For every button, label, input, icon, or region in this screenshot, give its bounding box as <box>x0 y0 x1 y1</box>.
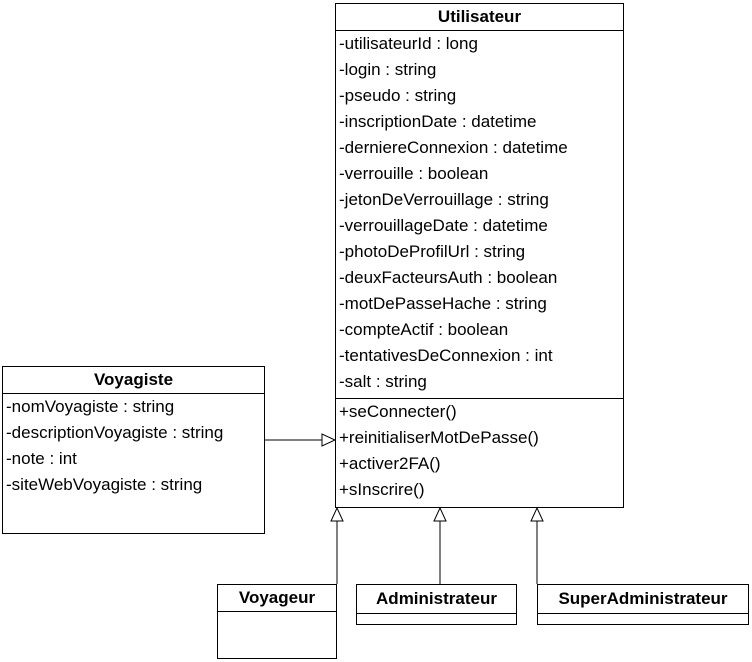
attribute: -salt : string <box>339 372 427 391</box>
class-voyageur: Voyageur <box>217 584 337 659</box>
attribute: -siteWebVoyagiste : string <box>6 475 203 494</box>
generalization-administrateur-utilisateur <box>433 506 447 584</box>
attribute: -note : int <box>6 449 77 468</box>
generalization-superadministrateur-utilisateur <box>530 506 544 584</box>
class-title-superadministrateur: SuperAdministrateur <box>538 585 748 614</box>
attribute: -deuxFacteursAuth : boolean <box>339 268 558 287</box>
method: +activer2FA() <box>339 454 441 473</box>
class-superadministrateur: SuperAdministrateur <box>537 584 749 625</box>
attribute: -verrouille : boolean <box>339 164 489 183</box>
generalization-voyageur-utilisateur <box>330 506 344 584</box>
attribute: -descriptionVoyagiste : string <box>6 423 224 442</box>
attributes-voyagiste: -nomVoyagiste : string -descriptionVoyag… <box>3 394 264 498</box>
class-title-voyagiste: Voyagiste <box>3 367 264 394</box>
attribute: -nomVoyagiste : string <box>6 397 175 416</box>
attribute: -tentativesDeConnexion : int <box>339 346 553 365</box>
class-title-administrateur: Administrateur <box>357 585 516 614</box>
attribute: -pseudo : string <box>339 86 457 105</box>
class-voyagiste: Voyagiste -nomVoyagiste : string -descri… <box>2 366 265 534</box>
class-title-voyageur: Voyageur <box>218 585 336 612</box>
attribute: -photoDeProfilUrl : string <box>339 242 526 261</box>
methods-utilisateur: +seConnecter() +reinitialiserMotDePasse(… <box>336 399 623 503</box>
attribute: -motDePasseHache : string <box>339 294 547 313</box>
attribute: -verrouillageDate : datetime <box>339 216 548 235</box>
class-utilisateur: Utilisateur -utilisateurId : long -login… <box>335 3 624 508</box>
generalization-voyagiste-utilisateur <box>265 433 337 447</box>
method: +sInscrire() <box>339 480 425 499</box>
attribute: -derniereConnexion : datetime <box>339 138 568 157</box>
attribute: -utilisateurId : long <box>339 34 478 53</box>
attribute: -jetonDeVerrouillage : string <box>339 190 549 209</box>
class-administrateur: Administrateur <box>356 584 517 625</box>
method: +reinitialiserMotDePasse() <box>339 428 539 447</box>
method: +seConnecter() <box>339 402 457 421</box>
attributes-utilisateur: -utilisateurId : long -login : string -p… <box>336 31 623 399</box>
attribute: -inscriptionDate : datetime <box>339 112 537 131</box>
attribute: -compteActif : boolean <box>339 320 509 339</box>
class-title-utilisateur: Utilisateur <box>336 4 623 31</box>
attribute: -login : string <box>339 60 437 79</box>
